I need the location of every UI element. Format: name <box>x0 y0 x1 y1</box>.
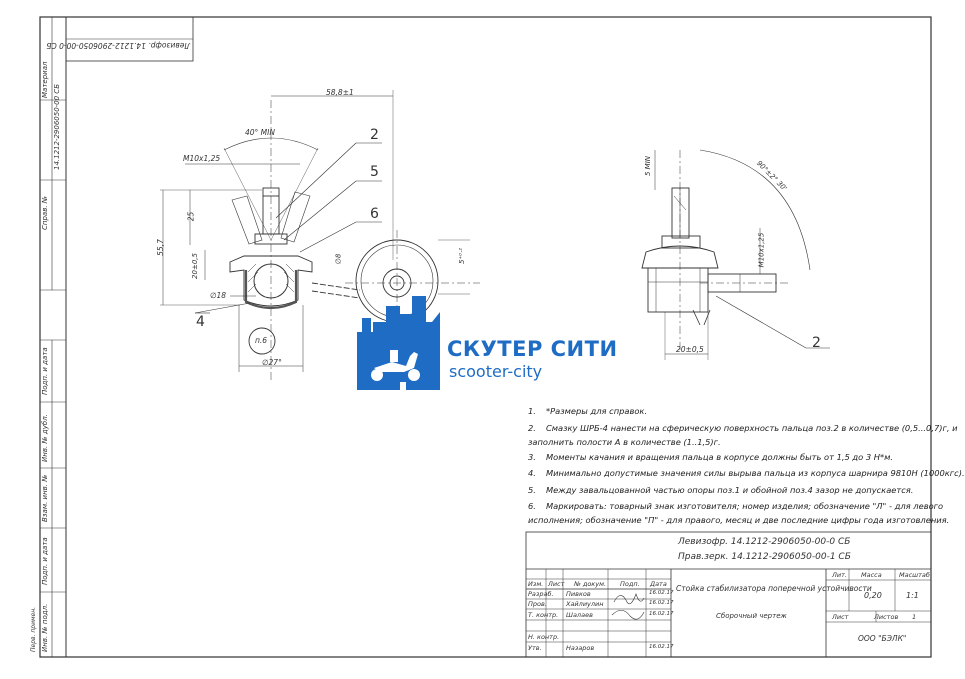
note-text: Смазку ШРБ-4 нанести на сферическую пове… <box>546 423 958 433</box>
note-num: 2. <box>528 423 536 433</box>
mass-header: Масса <box>861 571 882 579</box>
dim-h25: 25 <box>186 211 196 222</box>
row-name: Хайлиулин <box>566 600 604 608</box>
side-label-ref: Справ. № <box>41 195 49 230</box>
col-doc: № докум. <box>574 580 607 588</box>
note-6: 6. Маркировать: товарный знак изготовител… <box>528 501 943 511</box>
row-name: Назаров <box>566 644 595 652</box>
left-view <box>160 90 394 380</box>
end-view <box>345 230 480 335</box>
note-num: 5. <box>528 485 536 495</box>
logo-subtitle: scooter-city <box>449 362 543 381</box>
dim-d5: 5⁺⁰·² <box>458 248 466 264</box>
note-text: Моменты качания и вращения пальца в корп… <box>546 452 894 462</box>
note-text: *Размеры для справок. <box>546 406 648 416</box>
row-role: Пров. <box>528 600 547 608</box>
logo-title: СКУТЕР СИТИ <box>447 337 618 361</box>
col-sign: Подп. <box>620 580 640 588</box>
side-label-dup: Инв. № дубл. <box>41 414 49 462</box>
row-date: 16.02.17 <box>649 600 674 606</box>
note-2: 2. Смазку ШРБ-4 нанести на сферическую по… <box>528 423 958 433</box>
side-label-first: Перв. примен. <box>30 606 37 652</box>
note-num: 1. <box>528 406 536 416</box>
dim-p6: п.6 <box>255 336 268 345</box>
note-3: 3. Моменты качания и вращения пальца в ко… <box>528 452 893 462</box>
row-date: 16.02.17 <box>649 611 674 617</box>
callout-5: 5 <box>370 164 379 180</box>
lit-header: Лит. <box>832 571 847 579</box>
note-1: 1. *Размеры для справок. <box>528 406 647 416</box>
row-role: Н. контр. <box>528 633 560 641</box>
dim-angle-min: 40° MIN <box>245 128 275 137</box>
callout-4: 4 <box>196 314 205 330</box>
note-text: Маркировать: товарный знак изготовителя;… <box>546 501 944 511</box>
sheets-label: Листов <box>874 613 899 621</box>
logo-graphic <box>357 296 440 390</box>
product-name: Стойка стабилизатора поперечной устойчив… <box>676 584 872 593</box>
dim-thread-right: M10х1,25 <box>757 232 766 268</box>
note-text: Между завальцованной частью опоры поз.1 … <box>546 485 914 495</box>
scale-header: Масштаб <box>899 571 930 579</box>
row-role: Разраб. <box>528 590 554 598</box>
col-list: Лист <box>548 580 565 588</box>
row-date: 16.02.17 <box>649 590 674 596</box>
top-stamp: Левизофр. 14.1212-2906050-00-0 СБ <box>46 41 190 50</box>
doc-number-right: Прав.зерк. 14.1212-2906050-00-1 СБ <box>678 552 851 562</box>
row-name: Шалаев <box>566 611 593 619</box>
row-date: 16.02.17 <box>649 644 674 650</box>
dim-h557: 55,7 <box>155 239 165 256</box>
sheets-value: 1 <box>912 613 917 621</box>
scale-value: 1:1 <box>906 591 919 600</box>
note-text: Минимально допустимые значения силы выры… <box>546 468 965 478</box>
right-view <box>641 149 830 360</box>
side-label-code: 14.1212-2906050-00 СБ <box>53 84 61 170</box>
col-date: Дата <box>650 580 667 588</box>
dim-d8: ∅8 <box>334 253 343 265</box>
callout-2: 2 <box>370 127 379 143</box>
callout-6: 6 <box>370 206 379 222</box>
note-num: 3. <box>528 452 536 462</box>
doc-type: Сборочный чертеж <box>716 612 787 620</box>
row-role: Т. контр. <box>528 611 559 619</box>
sheet-label: Лист <box>832 613 849 621</box>
title-block <box>525 531 932 658</box>
side-label-material: Материал <box>41 61 49 98</box>
side-label-repl: Взам. инв. № <box>41 474 49 522</box>
note-2b: заполнить полости А в количестве (1..1,5… <box>528 437 721 447</box>
dim-five-min: 5 MIN <box>644 155 653 177</box>
col-izm: Изм. <box>528 580 544 588</box>
dim-h20: 20±0,5 <box>190 253 199 279</box>
note-4: 4. Минимально допустимые значения силы вы… <box>528 468 965 478</box>
row-name: Пивков <box>566 590 591 598</box>
side-label-sign2: Подп. и дата <box>41 537 49 585</box>
dim-d27: ∅27° <box>262 358 282 367</box>
dim-d18: ∅18 <box>210 291 227 300</box>
note-num: 4. <box>528 468 536 478</box>
note-text: заполнить полости А в количестве (1..1,5… <box>528 437 721 447</box>
dim-h20-right: 20±0,5 <box>676 345 704 354</box>
mass-value: 0,20 <box>864 591 882 600</box>
note-5: 5. Между завальцованной частью опоры поз.… <box>528 485 913 495</box>
dim-thread-left: M10х1,25 <box>183 154 221 163</box>
doc-number-left: Левизофр. 14.1212-2906050-00-0 СБ <box>678 537 851 547</box>
note-6b: исполнения; обозначение "П" - для правог… <box>528 515 949 525</box>
dim-top-width: 58,8±1 <box>326 88 354 97</box>
row-role: Утв. <box>528 644 542 652</box>
note-text: исполнения; обозначение "П" - для правог… <box>528 515 950 525</box>
side-label-sign1: Подп. и дата <box>41 347 49 395</box>
note-num: 6. <box>528 501 536 511</box>
callout-2-right: 2 <box>812 335 821 351</box>
company: ООО "БЭЛК" <box>858 634 907 643</box>
side-label-inv: Инв. № подл. <box>41 603 49 652</box>
